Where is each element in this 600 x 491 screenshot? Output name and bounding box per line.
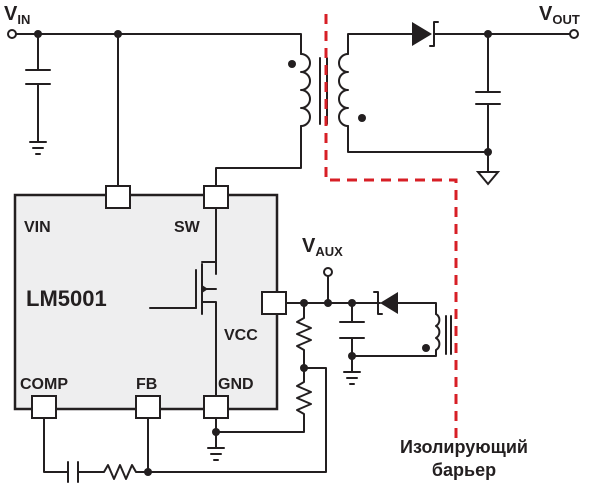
svg-text:VIN: VIN: [4, 3, 30, 27]
svg-text:VOUT: VOUT: [539, 3, 580, 27]
isolation-barrier: [324, 14, 458, 440]
pin-vin-label: VIN: [24, 219, 51, 236]
ic-body: [13, 193, 279, 411]
vcc-network: [283, 267, 452, 385]
output-cap: [475, 33, 501, 186]
vin-label: V: [4, 3, 18, 25]
vin-node: [7, 29, 302, 187]
vout-terminal: [569, 29, 579, 39]
comp-network: [43, 415, 152, 483]
secondary-winding: [338, 33, 489, 153]
mosfet: [149, 205, 217, 401]
svg-text:VAUX: VAUX: [302, 235, 343, 259]
ic-ground: [207, 415, 225, 461]
pin-gnd-box: [203, 395, 229, 419]
output-diode: [412, 21, 571, 47]
pin-sw-label: SW: [174, 219, 201, 236]
primary-winding: [215, 53, 311, 187]
vaux-label: V: [302, 235, 316, 257]
pin-vcc-label: VCC: [224, 327, 258, 344]
pin-fb-label: FB: [136, 376, 157, 393]
pin-fb-box: [135, 395, 161, 419]
pin-vin-box: [105, 185, 131, 209]
feedback-divider: [147, 302, 327, 473]
vaux-subscript: AUX: [315, 244, 343, 259]
pin-comp-box: [31, 395, 57, 419]
vout-subscript: OUT: [552, 12, 580, 27]
ic-part-number: LM5001: [26, 286, 107, 311]
barrier-label-line2: барьер: [432, 460, 496, 480]
barrier-label-line1: Изолирующий: [400, 437, 528, 457]
pin-gnd-label: GND: [218, 376, 254, 393]
pin-comp-label: COMP: [20, 376, 68, 393]
pin-sw-box: [203, 185, 229, 209]
vout-label: V: [539, 3, 553, 25]
pin-vcc-box: [261, 291, 287, 315]
vin-subscript: IN: [17, 12, 30, 27]
